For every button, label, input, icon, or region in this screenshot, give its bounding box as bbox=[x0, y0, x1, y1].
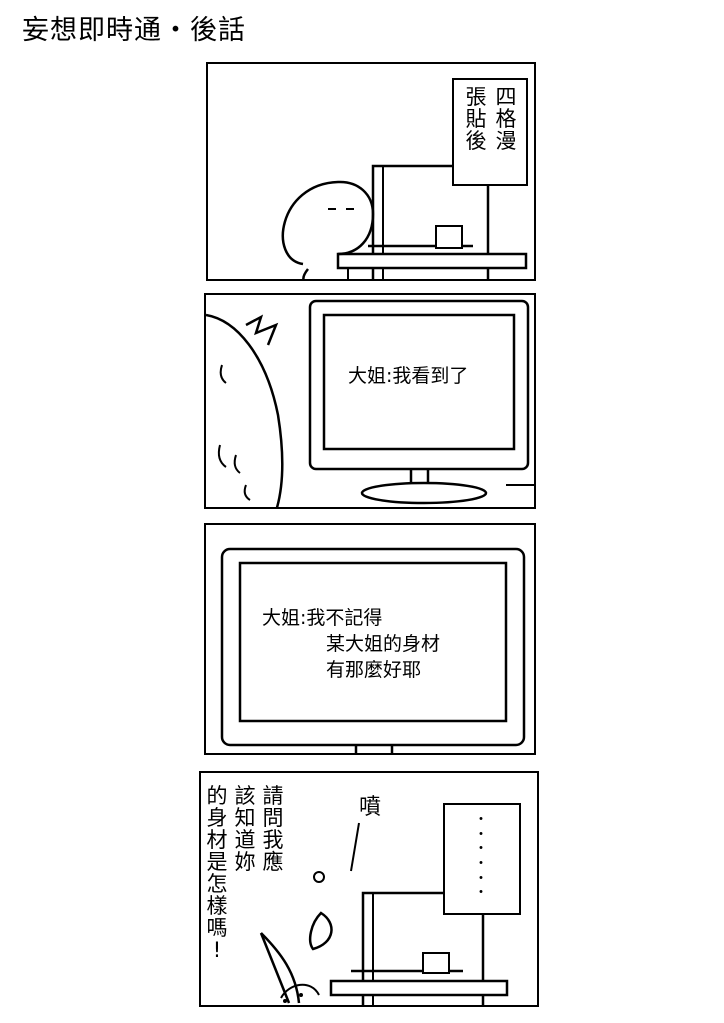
sfx-text: 噴 bbox=[359, 795, 382, 820]
question-column: 的身材是怎樣嗎! bbox=[206, 784, 228, 963]
comic-panel-2: 大姐:我看到了 bbox=[204, 293, 536, 509]
panel-3-drawing bbox=[220, 547, 526, 753]
comic-panel-3: 大姐:我不記得 某大姐的身材 有那麼好耶 bbox=[204, 523, 536, 755]
page-title: 妄想即時通・後話 bbox=[22, 15, 246, 46]
speech-line: 某大姐的身材 bbox=[326, 633, 441, 655]
question-column: 請問我應 bbox=[262, 784, 284, 875]
comic-panel-1: 四格漫 張貼後 bbox=[206, 62, 536, 281]
panel-2-drawing bbox=[206, 299, 534, 507]
poster-sign: 四格漫 張貼後 bbox=[452, 78, 528, 186]
comic-panel-4: ・・・・・・ 噴 請問我應 該知道妳 的身材是怎樣嗎! bbox=[199, 771, 539, 1007]
speech-line: 大姐:我不記得 bbox=[262, 607, 383, 629]
sign-dots: ・・・・・・ bbox=[474, 812, 488, 902]
speech-text: 大姐:我看到了 bbox=[348, 365, 469, 387]
poster-sign: ・・・・・・ bbox=[443, 803, 521, 915]
speech-line: 有那麼好耶 bbox=[326, 659, 422, 681]
question-column: 該知道妳 bbox=[234, 784, 256, 875]
sign-column: 張貼後 bbox=[465, 85, 487, 154]
sign-column: 四格漫 bbox=[495, 85, 517, 154]
